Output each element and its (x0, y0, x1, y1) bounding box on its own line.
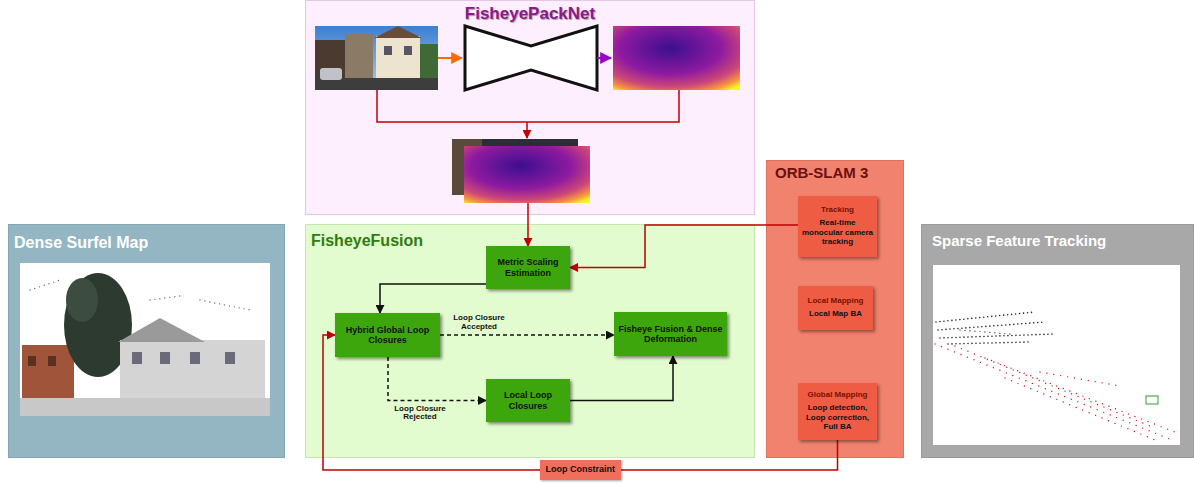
process-box: Metric Scaling Estimation (486, 246, 570, 289)
panel-title: FisheyeFusion (311, 232, 423, 250)
process-box: Hybrid Global Loop Closures (335, 313, 440, 357)
box-label: Fisheye Fusion & Dense Deformation (618, 324, 723, 345)
box-label: Local Loop Closures (490, 390, 566, 411)
module-body: Local Map BA (809, 309, 862, 319)
module-heading: Global Mapping (808, 391, 868, 400)
edge-label: Loop Closure Accepted (448, 314, 510, 332)
panel-title: Sparse Feature Tracking (932, 232, 1106, 249)
module-heading: Tracking (821, 206, 854, 215)
process-box: Local Loop Closures (486, 379, 570, 422)
panel-title: FisheyePackNet (465, 4, 595, 24)
module-body: Real-time monocular camera tracking (801, 218, 874, 247)
box-label: Hybrid Global Loop Closures (339, 325, 436, 346)
panel-region: ORB-SLAM 3 TrackingReal-time monocular ca… (766, 160, 904, 458)
box-label: Metric Scaling Estimation (490, 257, 566, 278)
panel-title: Dense Surfel Map (14, 234, 148, 252)
panel-title: ORB-SLAM 3 (775, 164, 868, 181)
panel-region: Dense Surfel Map (8, 224, 285, 458)
module-body: Loop detection, Loop correction, Full BA (801, 403, 874, 432)
edge-label: Loop Closure Rejected (391, 405, 449, 423)
module-heading: Local Mapping (808, 297, 864, 306)
process-box: Fisheye Fusion & Dense Deformation (614, 312, 727, 356)
edge-label: Loop Constraint (540, 460, 622, 480)
panel-region: Sparse Feature Tracking (921, 224, 1194, 458)
module-box: Global MappingLoop detection, Loop corre… (798, 383, 877, 440)
panel-region: FisheyeFusionMetric Scaling EstimationHy… (305, 224, 755, 458)
module-box: Local MappingLocal Map BA (798, 286, 873, 330)
panel-region: FisheyePackNet (305, 0, 755, 215)
module-box: TrackingReal-time monocular camera track… (798, 196, 877, 257)
